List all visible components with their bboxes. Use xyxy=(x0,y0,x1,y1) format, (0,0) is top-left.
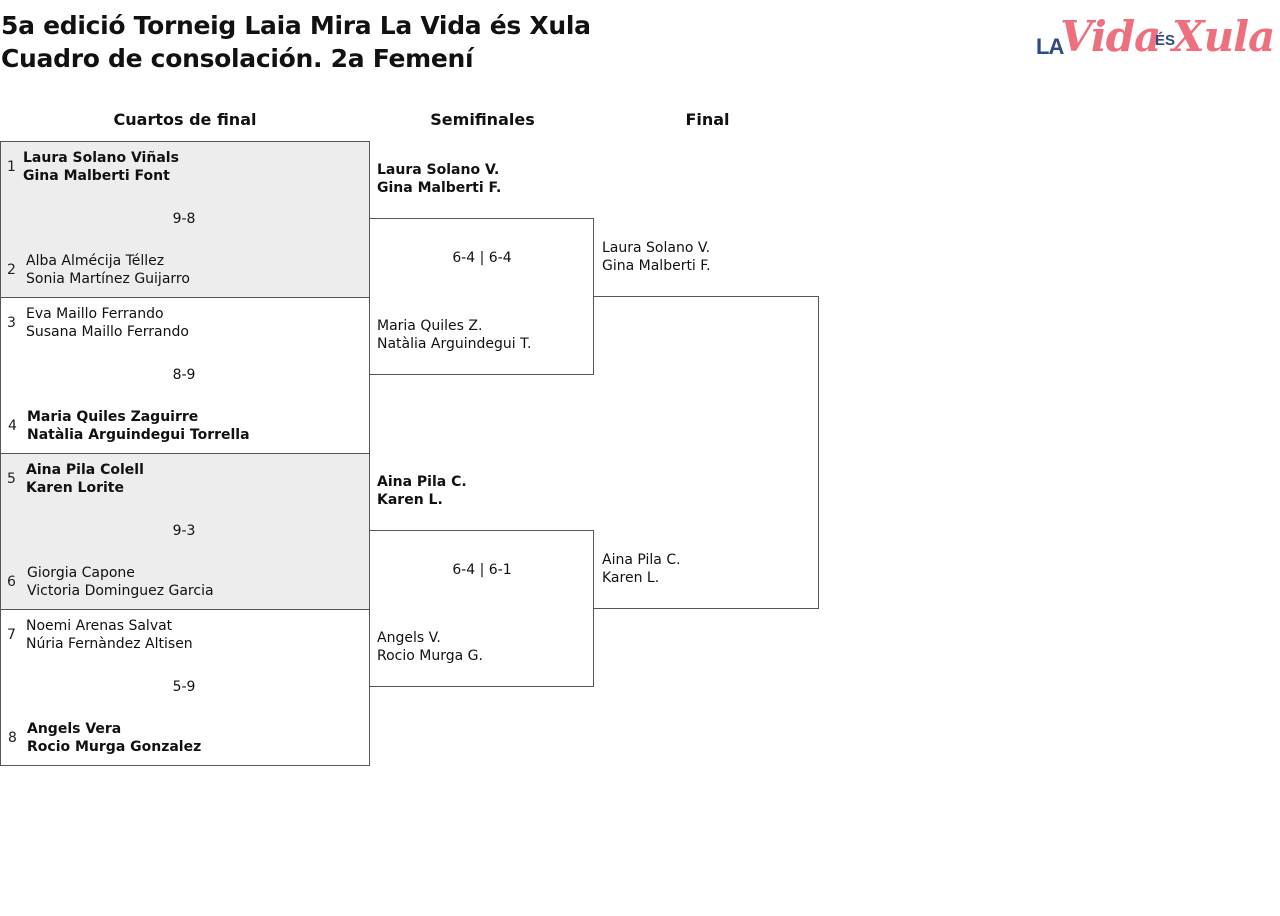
player-name: Maria Quiles Z. xyxy=(377,318,483,334)
player-name: Laura Solano V. xyxy=(602,240,711,256)
sf2-top-team[interactable]: Aina Pila C. Karen L. xyxy=(377,473,467,509)
sf-match-2 xyxy=(369,530,594,687)
qf2-bottom-team[interactable]: Maria Quiles Zaguirre Natàlia Arguindegu… xyxy=(27,408,250,444)
logo-xula: Xula xyxy=(1172,12,1275,61)
player-name: Giorgia Capone xyxy=(27,565,135,581)
player-name: Victoria Dominguez Garcia xyxy=(27,583,214,599)
seed-number: 2 xyxy=(7,262,16,278)
logo-es: ÉS xyxy=(1155,32,1176,49)
player-name: Natàlia Arguindegui Torrella xyxy=(27,427,250,443)
sf2-bottom-team[interactable]: Angels V. Rocio Murga G. xyxy=(377,629,483,665)
player-name: Maria Quiles Zaguirre xyxy=(27,409,199,425)
player-name: Angels V. xyxy=(377,630,441,646)
logo-vida: Vida xyxy=(1060,12,1161,61)
logo-la: LA xyxy=(1036,34,1064,59)
player-name: Noemi Arenas Salvat xyxy=(26,618,173,634)
seed-number: 4 xyxy=(8,418,17,434)
qf1-bottom-team[interactable]: Alba Almécija Téllez Sonia Martínez Guij… xyxy=(26,252,190,288)
final-bottom-team[interactable]: Aina Pila C. Karen L. xyxy=(602,551,681,587)
qf2-top-team[interactable]: Eva Maillo Ferrando Susana Maillo Ferran… xyxy=(26,305,189,341)
player-name: Eva Maillo Ferrando xyxy=(26,306,164,322)
player-name: Karen L. xyxy=(377,492,443,508)
player-name: Núria Fernàndez Altisen xyxy=(26,636,193,652)
qf3-score: 9-3 xyxy=(172,523,196,539)
seed-number: 5 xyxy=(7,471,16,487)
player-name: Rocio Murga Gonzalez xyxy=(27,739,202,755)
qf1-top-team[interactable]: Laura Solano Viñals Gina Malberti Font xyxy=(23,149,179,185)
seed-number: 6 xyxy=(7,574,16,590)
player-name: Laura Solano V. xyxy=(377,162,500,178)
player-name: Karen L. xyxy=(602,570,660,586)
seed-number: 1 xyxy=(7,159,16,175)
player-name: Gina Malberti Font xyxy=(23,168,170,184)
qf-match-4 xyxy=(0,609,370,766)
final-top-team[interactable]: Laura Solano V. Gina Malberti F. xyxy=(602,239,711,275)
player-name: Rocio Murga G. xyxy=(377,648,483,664)
qf4-bottom-team[interactable]: Angels Vera Rocio Murga Gonzalez xyxy=(27,720,201,756)
qf4-score: 5-9 xyxy=(172,679,196,695)
qf-match-1 xyxy=(0,141,370,298)
qf3-bottom-team[interactable]: Giorgia Capone Victoria Dominguez Garcia xyxy=(27,564,214,600)
player-name: Karen Lorite xyxy=(26,480,124,496)
final-match xyxy=(594,296,819,609)
player-name: Aina Pila Colell xyxy=(26,462,144,478)
player-name: Alba Almécija Téllez xyxy=(26,253,165,269)
player-name: Aina Pila C. xyxy=(377,474,467,490)
round-heading-semifinals: Semifinales xyxy=(430,110,535,129)
qf-match-3 xyxy=(0,453,370,610)
player-name: Gina Malberti F. xyxy=(602,258,711,274)
player-name: Susana Maillo Ferrando xyxy=(26,324,189,340)
sf1-score: 6-4 | 6-4 xyxy=(452,250,512,266)
sf-match-1 xyxy=(369,218,594,375)
player-name: Aina Pila C. xyxy=(602,552,681,568)
seed-number: 3 xyxy=(7,315,16,331)
player-name: Laura Solano Viñals xyxy=(23,150,179,166)
qf2-score: 8-9 xyxy=(172,367,196,383)
qf3-top-team[interactable]: Aina Pila Colell Karen Lorite xyxy=(26,461,144,497)
seed-number: 8 xyxy=(8,730,17,746)
sf2-score: 6-4 | 6-1 xyxy=(452,562,512,578)
sf1-bottom-team[interactable]: Maria Quiles Z. Natàlia Arguindegui T. xyxy=(377,317,531,353)
seed-number: 7 xyxy=(7,627,16,643)
player-name: Natàlia Arguindegui T. xyxy=(377,336,532,352)
la-vida-es-xula-logo: LA Vida ÉS Xula xyxy=(1036,12,1275,68)
page-title: 5a edició Torneig Laia Mira La Vida és X… xyxy=(1,9,591,75)
round-heading-final: Final xyxy=(685,110,730,129)
tournament-title: 5a edició Torneig Laia Mira La Vida és X… xyxy=(1,11,591,40)
sf1-top-team[interactable]: Laura Solano V. Gina Malberti F. xyxy=(377,161,501,197)
qf4-top-team[interactable]: Noemi Arenas Salvat Núria Fernàndez Alti… xyxy=(26,617,193,653)
player-name: Gina Malberti F. xyxy=(377,180,502,196)
draw-subtitle: Cuadro de consolación. 2a Femení xyxy=(1,44,474,73)
player-name: Angels Vera xyxy=(27,721,122,737)
round-heading-quarterfinals: Cuartos de final xyxy=(113,110,257,129)
player-name: Sonia Martínez Guijarro xyxy=(26,271,190,287)
qf1-score: 9-8 xyxy=(172,211,196,227)
